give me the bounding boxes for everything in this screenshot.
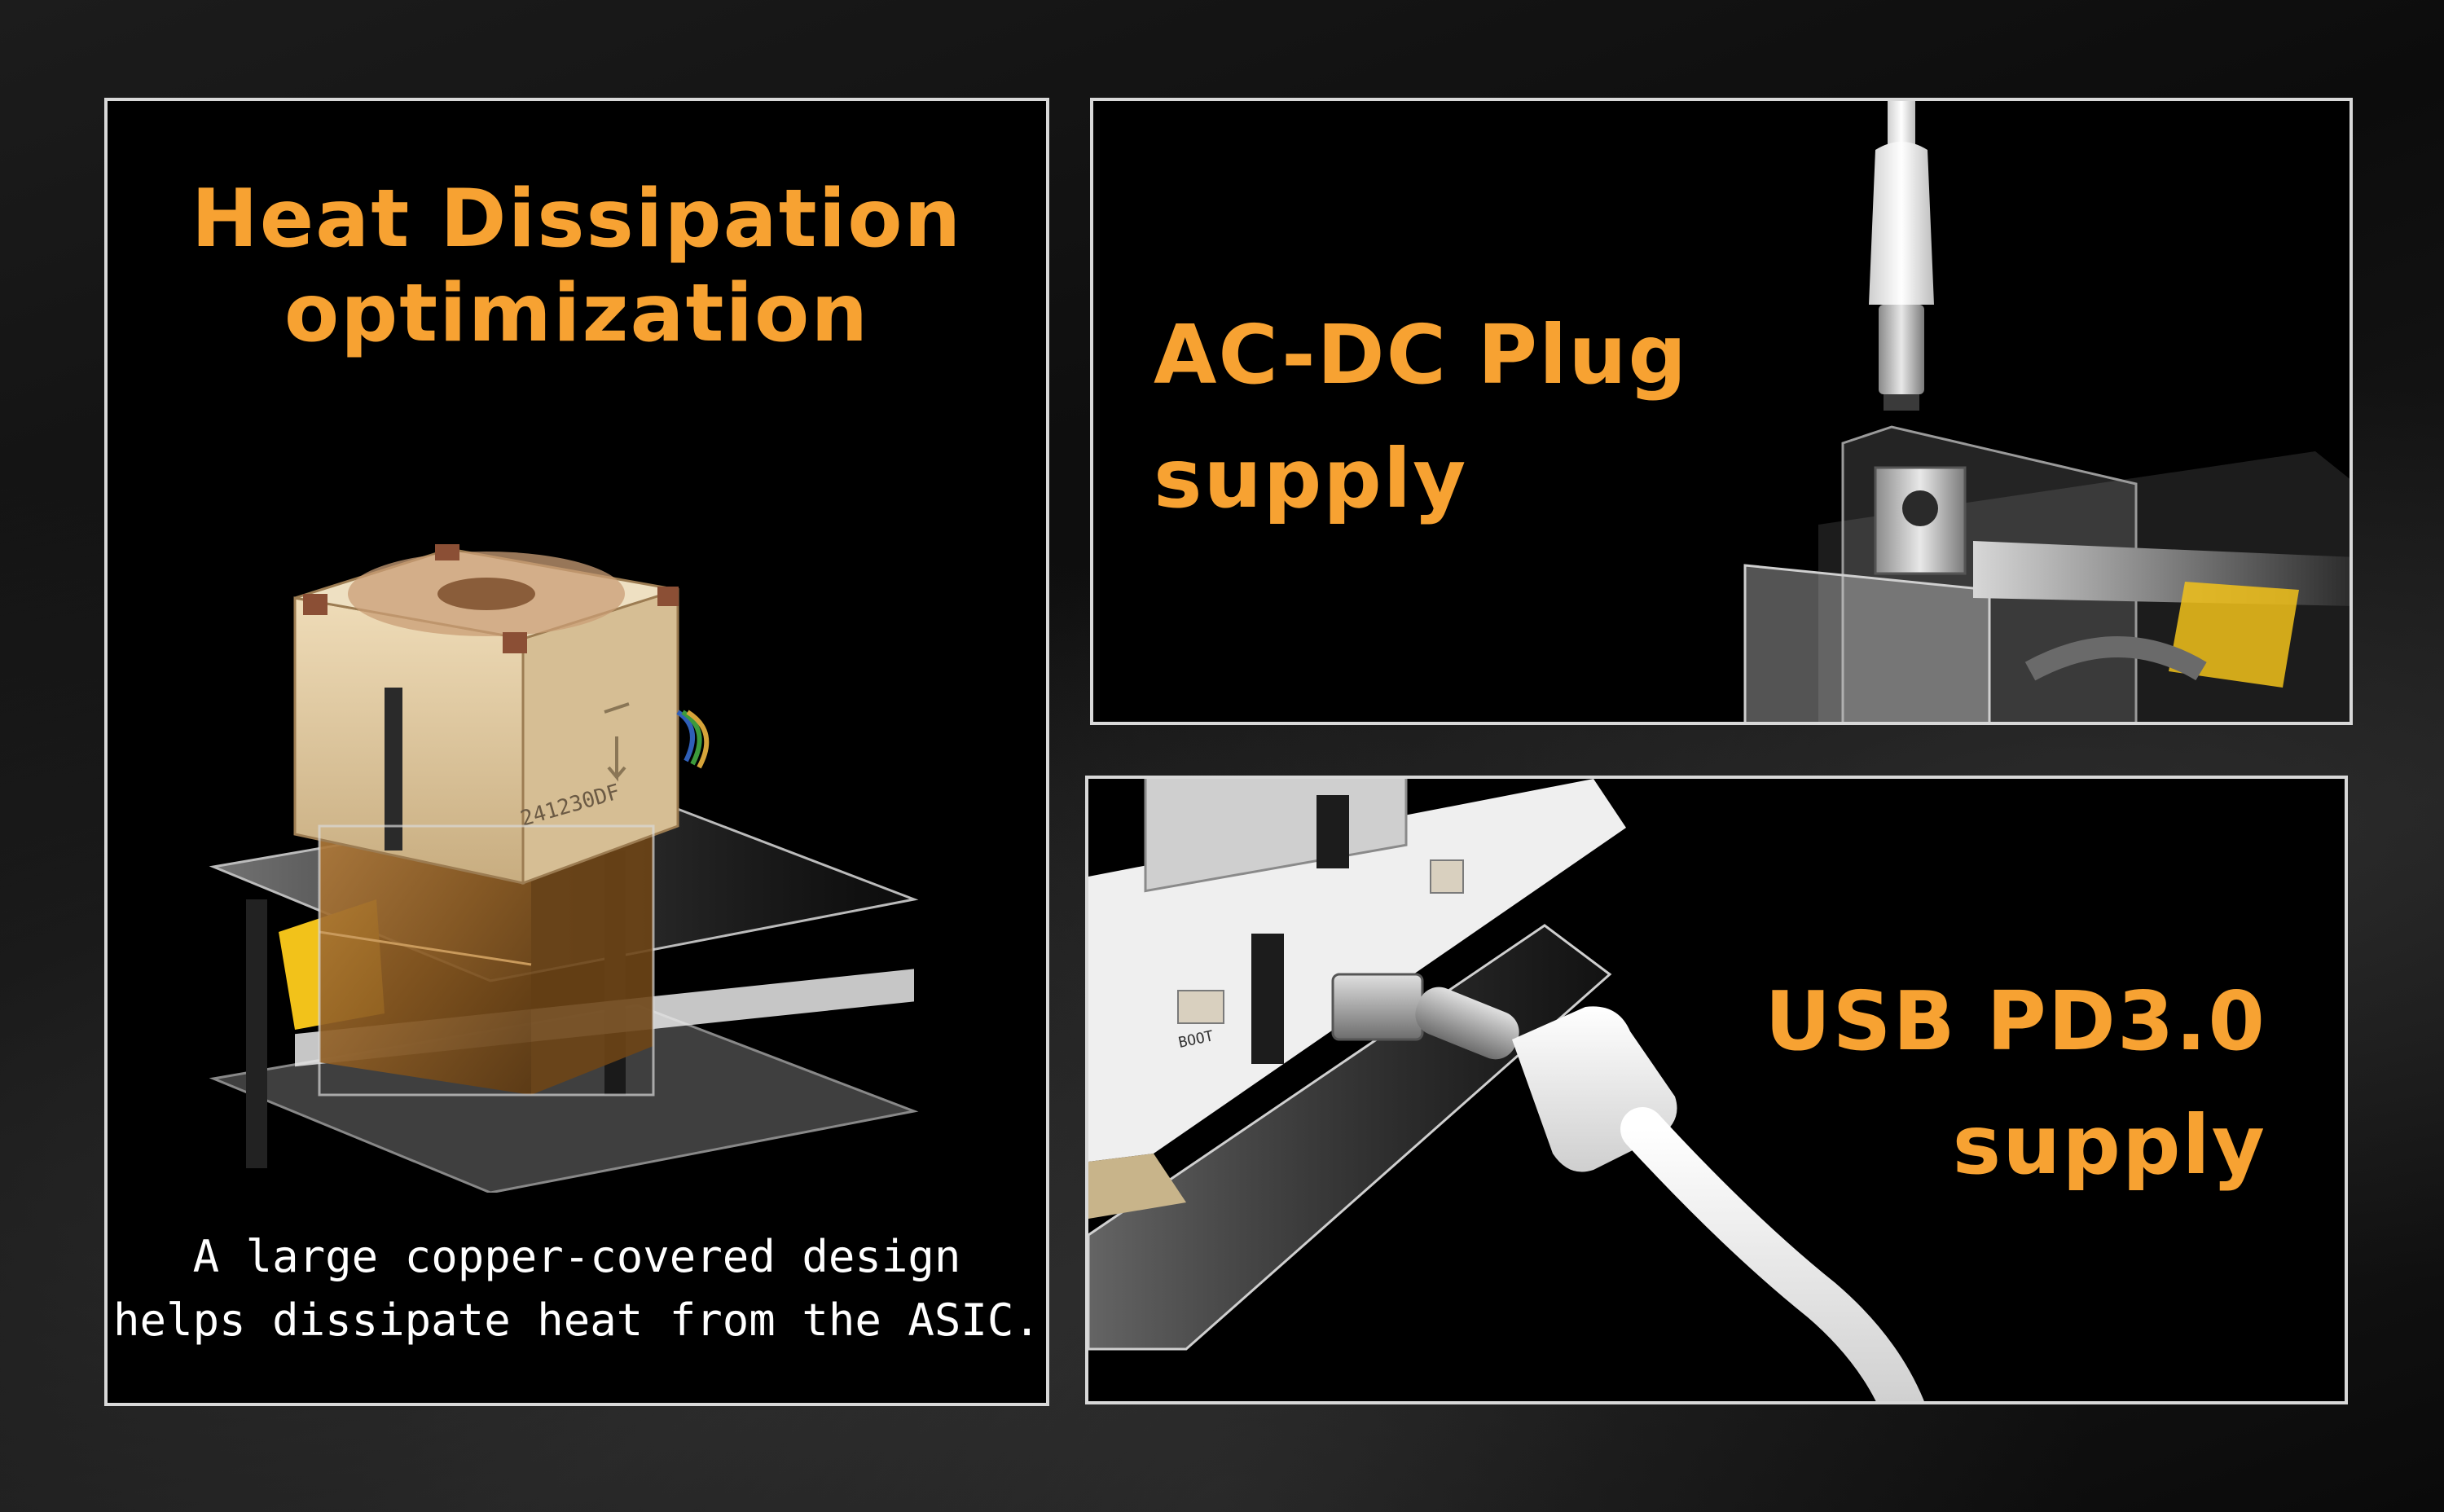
acrylic-front-plate xyxy=(1743,564,1991,722)
usb-c-plug-tip xyxy=(1415,987,1519,1060)
heat-title-line2: optimization xyxy=(284,266,870,360)
fan-screw-coil xyxy=(385,688,402,850)
usb-title-line1: USB PD3.0 xyxy=(1765,974,2266,1069)
fan-heatsink-image: 241230DF xyxy=(209,544,919,1193)
heat-desc-line2: helps dissipate heat from the ASIC. xyxy=(113,1294,1040,1347)
standoff-left xyxy=(246,899,267,1168)
heat-desc-line1: A large copper-covered design xyxy=(192,1231,961,1282)
dc-jack-hole xyxy=(1902,490,1938,526)
copper-heatsink-side xyxy=(531,826,653,1095)
braided-cable xyxy=(2024,636,2207,681)
fan-corner-pad xyxy=(657,587,679,606)
copper-highlight-frame xyxy=(318,824,655,1097)
fan-corner-pad xyxy=(435,544,459,560)
copper-heatsink-front xyxy=(319,826,531,1095)
fan-front xyxy=(293,596,525,885)
usb-c-image: BOOT xyxy=(1088,779,1924,1401)
fan-wire-yellow xyxy=(686,710,710,769)
fan-wire-green xyxy=(681,710,702,766)
usb-c-cable xyxy=(1620,1107,1924,1401)
fan-corner-pad xyxy=(503,632,527,653)
usb-pd-title: USB PD3.0 supply xyxy=(1765,960,2266,1207)
dc-plug-body xyxy=(1869,142,1934,305)
heat-dissipation-description: A large copper-covered design helps diss… xyxy=(108,1225,1046,1353)
standoff xyxy=(1251,934,1284,1064)
acdc-title-line1: AC-DC Plug xyxy=(1154,307,1689,402)
usb-c-port xyxy=(1331,973,1424,1041)
fan-corner-pad xyxy=(303,594,327,615)
fan-wire-blue xyxy=(676,710,695,763)
fan-hub xyxy=(437,578,535,610)
standoff xyxy=(1317,795,1349,868)
copper-seam xyxy=(319,930,532,966)
usb-pd-panel: BOOT USB PD3.0 supply xyxy=(1085,776,2348,1404)
heat-dissipation-title: Heat Dissipation optimization xyxy=(108,173,1046,361)
dc-plug-tip-end xyxy=(1884,394,1919,411)
usb-title-line2: supply xyxy=(1952,1097,2266,1193)
reset-button xyxy=(1430,859,1464,894)
dc-plug-tip xyxy=(1879,305,1924,394)
acdc-title-line2: supply xyxy=(1154,431,1468,526)
heat-title-line1: Heat Dissipation xyxy=(191,173,963,266)
heat-dissipation-panel: Heat Dissipation optimization xyxy=(104,98,1049,1406)
boot-button xyxy=(1177,990,1224,1024)
acdc-plug-panel: AC-DC Plug supply xyxy=(1090,98,2353,725)
airflow-arrow-icon xyxy=(604,702,630,782)
dc-plug-image xyxy=(1743,101,2349,722)
pcb-edge xyxy=(1088,1154,1186,1219)
acdc-plug-title: AC-DC Plug supply xyxy=(1154,293,1688,541)
